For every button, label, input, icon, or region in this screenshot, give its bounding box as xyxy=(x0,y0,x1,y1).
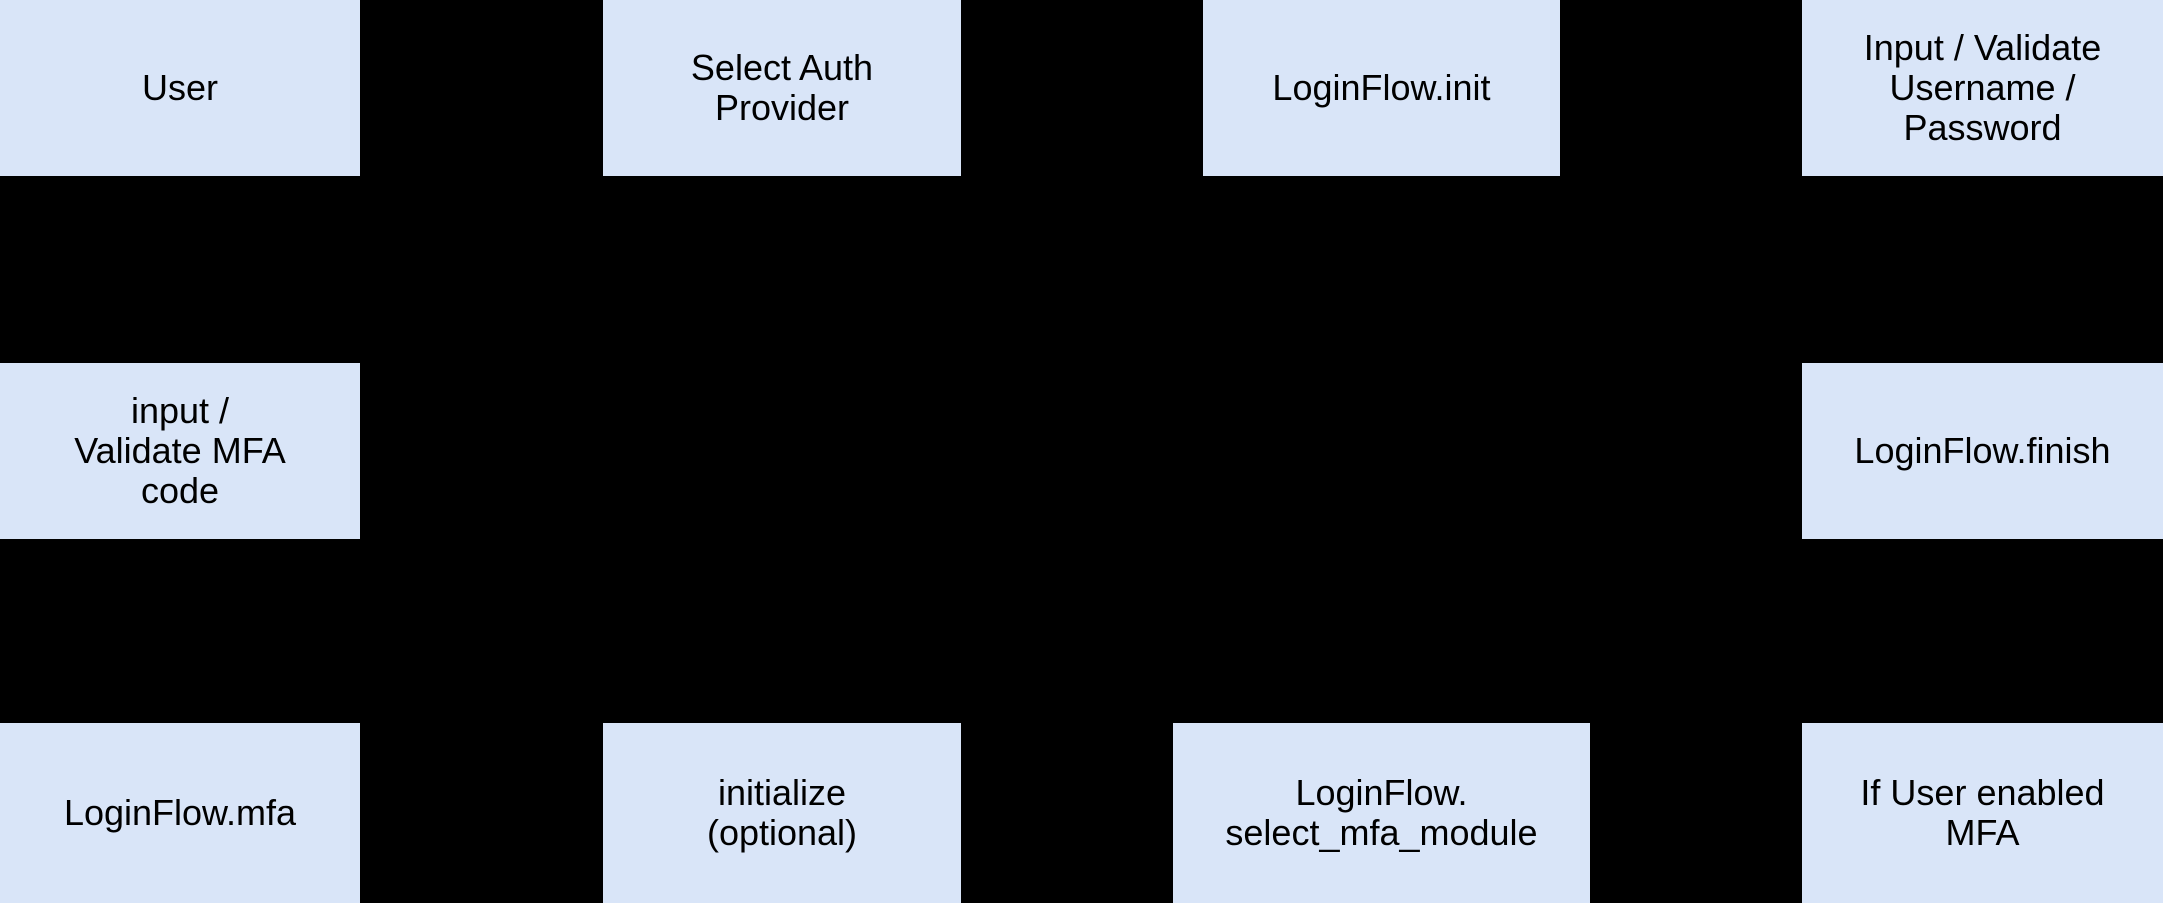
node-loginflow-finish[interactable]: LoginFlow.finish xyxy=(1802,363,2163,539)
node-label-input-validate-mfa-code: input / Validate MFA code xyxy=(74,389,286,512)
node-label-loginflow-finish: LoginFlow.finish xyxy=(1854,429,2111,471)
node-label-initialize-optional: initialize (optional) xyxy=(706,771,858,853)
node-input-validate-mfa-code[interactable]: input / Validate MFA code xyxy=(0,363,360,539)
node-label-loginflow-mfa: LoginFlow.mfa xyxy=(63,791,297,833)
node-loginflow-select-mfa-module[interactable]: LoginFlow. select_mfa_module xyxy=(1173,723,1590,903)
node-label-loginflow-init: LoginFlow.init xyxy=(1272,66,1491,108)
node-user[interactable]: User xyxy=(0,0,360,176)
node-label-if-user-enabled-mfa: If User enabled MFA xyxy=(1860,771,2105,853)
node-initialize-optional[interactable]: initialize (optional) xyxy=(603,723,961,903)
node-input-validate-username-password[interactable]: Input / Validate Username / Password xyxy=(1802,0,2163,176)
node-loginflow-mfa[interactable]: LoginFlow.mfa xyxy=(0,723,360,903)
node-label-user: User xyxy=(141,66,218,108)
node-label-select-auth-provider: Select Auth Provider xyxy=(690,46,874,128)
node-label-loginflow-select-mfa-module: LoginFlow. select_mfa_module xyxy=(1225,771,1538,853)
node-label-input-validate-username-password: Input / Validate Username / Password xyxy=(1863,26,2102,149)
node-if-user-enabled-mfa[interactable]: If User enabled MFA xyxy=(1802,723,2163,903)
node-loginflow-init[interactable]: LoginFlow.init xyxy=(1203,0,1560,176)
node-select-auth-provider[interactable]: Select Auth Provider xyxy=(603,0,961,176)
